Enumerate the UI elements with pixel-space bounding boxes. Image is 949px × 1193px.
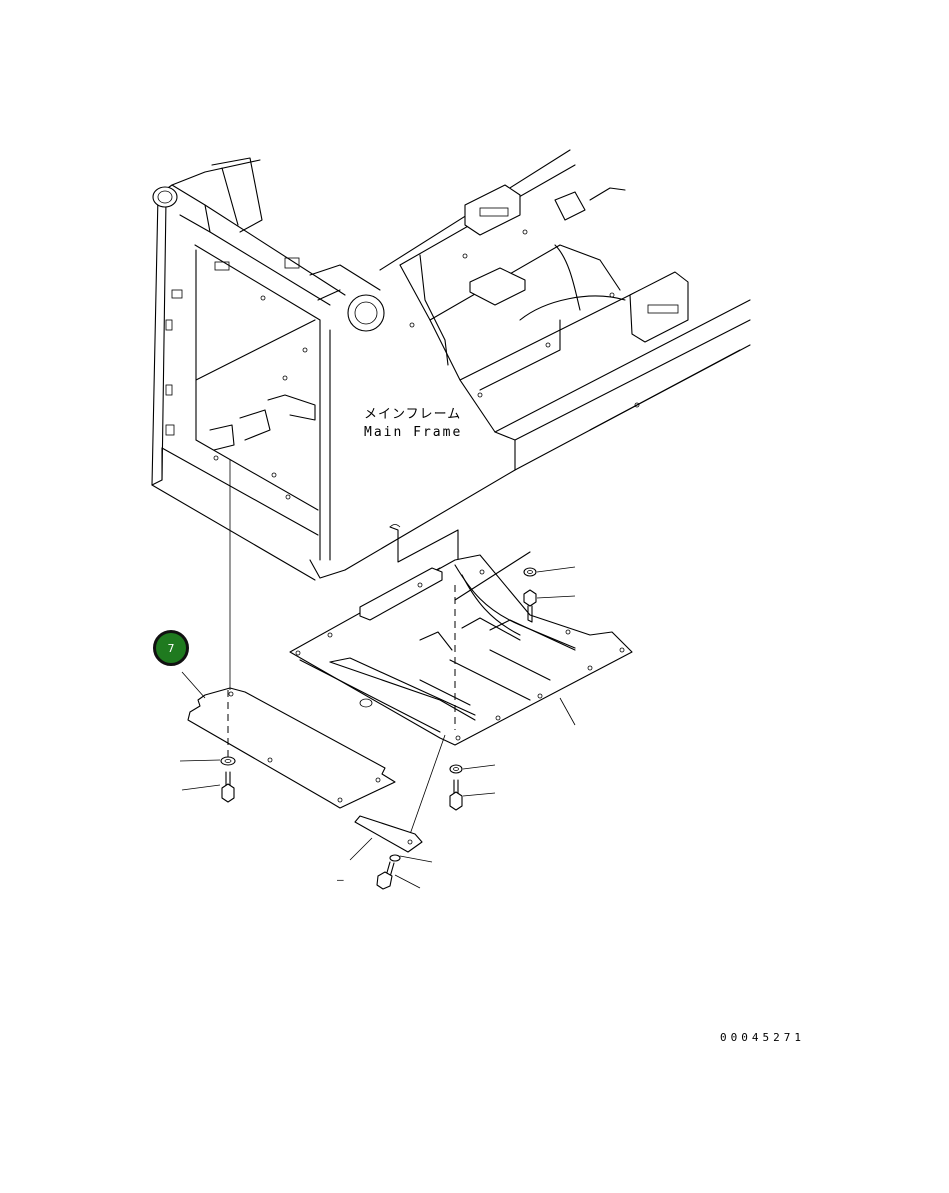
bolt-upper-right	[523, 589, 537, 623]
leader-washer-lower-right	[462, 764, 496, 770]
washer-lower-right	[449, 764, 463, 774]
callout-badge-7[interactable]: 7	[153, 630, 189, 666]
main-frame-label-en: Main Frame	[364, 425, 463, 440]
leader-callout-7	[181, 671, 206, 699]
main-frame-label-jp: メインフレーム	[364, 407, 462, 422]
drawing-number: 00045271	[720, 1031, 805, 1044]
lock-washer-small	[389, 854, 401, 862]
washer-left	[220, 756, 236, 766]
cover-plate-left	[187, 687, 396, 809]
dash-mark: –	[337, 873, 345, 886]
callout-number: 7	[167, 641, 175, 655]
main-frame	[151, 149, 751, 581]
leader-bolt-upper-right	[536, 595, 576, 599]
leader-bolt-left	[181, 784, 221, 791]
leader-washer-upper-right	[536, 566, 576, 573]
hook-mark	[389, 524, 401, 528]
bolt-small	[376, 861, 395, 890]
leader-lock-washer-small	[399, 855, 433, 863]
leader-bolt-lower-right	[462, 792, 496, 797]
leader-small-cover	[349, 837, 373, 861]
assembly-line-small-cover	[407, 734, 446, 841]
leader-bolt-small	[394, 874, 421, 889]
assembly-leader	[389, 526, 459, 591]
bolt-lower-right	[449, 779, 463, 811]
leader-washer-left	[179, 759, 221, 762]
assembly-line-upper-bolt	[454, 551, 531, 601]
small-cover	[354, 815, 423, 853]
washer-upper-right	[523, 567, 537, 577]
bolt-left	[221, 771, 235, 803]
under-cover-right	[289, 554, 633, 746]
leader-under-cover	[559, 697, 576, 726]
